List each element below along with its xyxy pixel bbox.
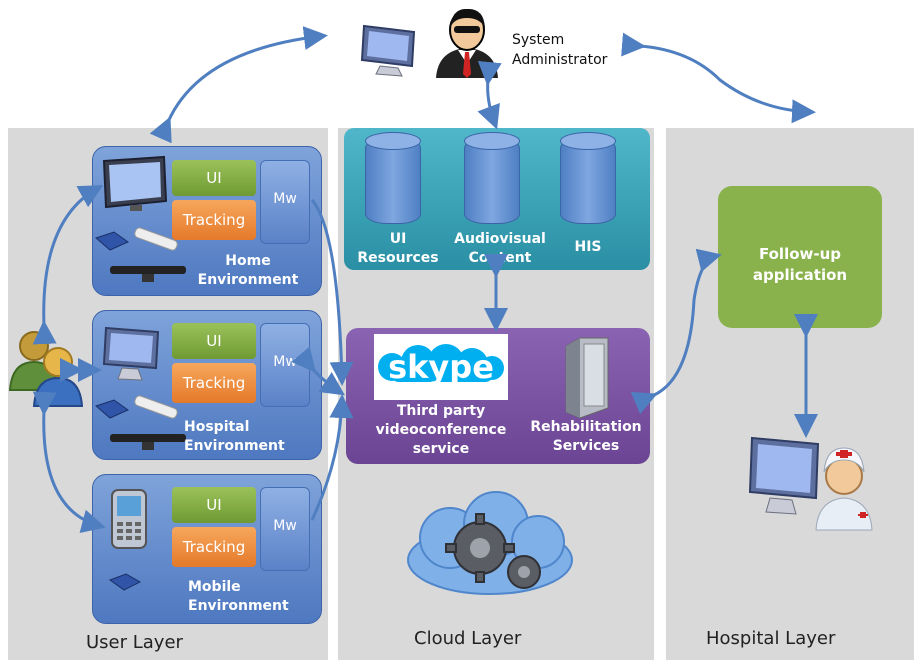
admin-computer-icon: [358, 22, 430, 78]
arrow-hospital-mw-services: [291, 346, 345, 396]
hospital-label-line2: Environment: [184, 438, 285, 454]
user-layer-label: User Layer: [86, 632, 183, 653]
admin-label-line1: System: [512, 32, 565, 48]
ui-resources-line1: UI: [389, 231, 407, 247]
hospital-label-line1: Hospital: [184, 419, 250, 435]
followup-application-box: [718, 186, 882, 328]
his-line1: HIS: [574, 239, 602, 255]
ui-resources-database-top: [365, 132, 421, 150]
hospital-layer-label: Hospital Layer: [706, 628, 836, 649]
rehab-line1: Rehabilitation: [530, 419, 642, 435]
arrow-users-home: [32, 185, 104, 345]
sensor-device-icon: [106, 566, 146, 596]
his-label: HIS: [560, 238, 616, 257]
home-tracking-block: Tracking: [172, 200, 256, 240]
skype-logo: skype: [374, 334, 508, 400]
mobile-label-line2: Environment: [188, 598, 289, 614]
his-database-icon: [560, 138, 616, 224]
rehabilitation-label: Rehabilitation Services: [530, 418, 642, 456]
skype-logo-text: skype: [388, 348, 494, 386]
admin-person-icon: [430, 4, 504, 80]
mobile-ui-block: UI: [172, 487, 256, 523]
arrow-mobile-mw-services: [310, 394, 354, 521]
audiovisual-line1: Audiovisual: [454, 231, 546, 247]
monitor-icon: [100, 322, 168, 384]
home-label-line1: Home: [225, 253, 271, 269]
hospital-tracking-block: Tracking: [172, 363, 256, 403]
arrow-admin-user: [149, 26, 328, 144]
hospital-ui-block: UI: [172, 323, 256, 359]
arrow-admin-cloud: [477, 60, 502, 130]
ui-resources-line2: Resources: [357, 250, 439, 266]
followup-label: Follow-up application: [718, 244, 882, 286]
videoconference-label: Third party videoconference service: [358, 402, 524, 459]
admin-label: System Administrator: [512, 30, 607, 70]
sensor-device-icon: [92, 218, 182, 264]
kinect-icon: [108, 432, 188, 454]
followup-line2: application: [752, 266, 848, 284]
home-ui-block: UI: [172, 160, 256, 196]
videoconf-line3: service: [412, 441, 470, 457]
arrow-admin-hospital: [621, 32, 816, 124]
mobile-label-line1: Mobile: [188, 579, 241, 595]
kinect-icon: [108, 264, 188, 286]
cloud-gears-icon: [400, 490, 580, 606]
tv-icon: [100, 155, 170, 215]
audiovisual-database-top: [464, 132, 520, 150]
videoconf-line2: videoconference: [375, 422, 507, 438]
arrow-services-followup: [630, 248, 722, 415]
followup-line1: Follow-up: [758, 245, 842, 263]
hospital-environment-label: Hospital Environment: [180, 418, 310, 456]
admin-label-line2: Administrator: [512, 52, 608, 68]
rehab-line2: Services: [552, 438, 620, 454]
arrow-home-mw-services: [310, 199, 354, 386]
home-mw-block: Mw: [260, 160, 310, 244]
home-label-line2: Environment: [197, 272, 299, 288]
videoconf-line1: Third party: [396, 403, 486, 419]
arrow-users-mobile: [32, 391, 106, 533]
mobile-mw-block: Mw: [260, 487, 310, 571]
server-icon: [558, 334, 616, 420]
home-environment-label: Home Environment: [186, 252, 310, 290]
ui-resources-label: UI Resources: [350, 230, 446, 268]
audiovisual-database-icon: [464, 138, 520, 224]
mobile-phone-icon: [108, 488, 152, 552]
ui-resources-database-icon: [365, 138, 421, 224]
his-database-top: [560, 132, 616, 150]
mobile-tracking-block: Tracking: [172, 527, 256, 567]
mobile-environment-label: Mobile Environment: [174, 578, 310, 616]
doctor-computer-icon: [746, 432, 882, 532]
cloud-layer-label: Cloud Layer: [414, 628, 522, 649]
